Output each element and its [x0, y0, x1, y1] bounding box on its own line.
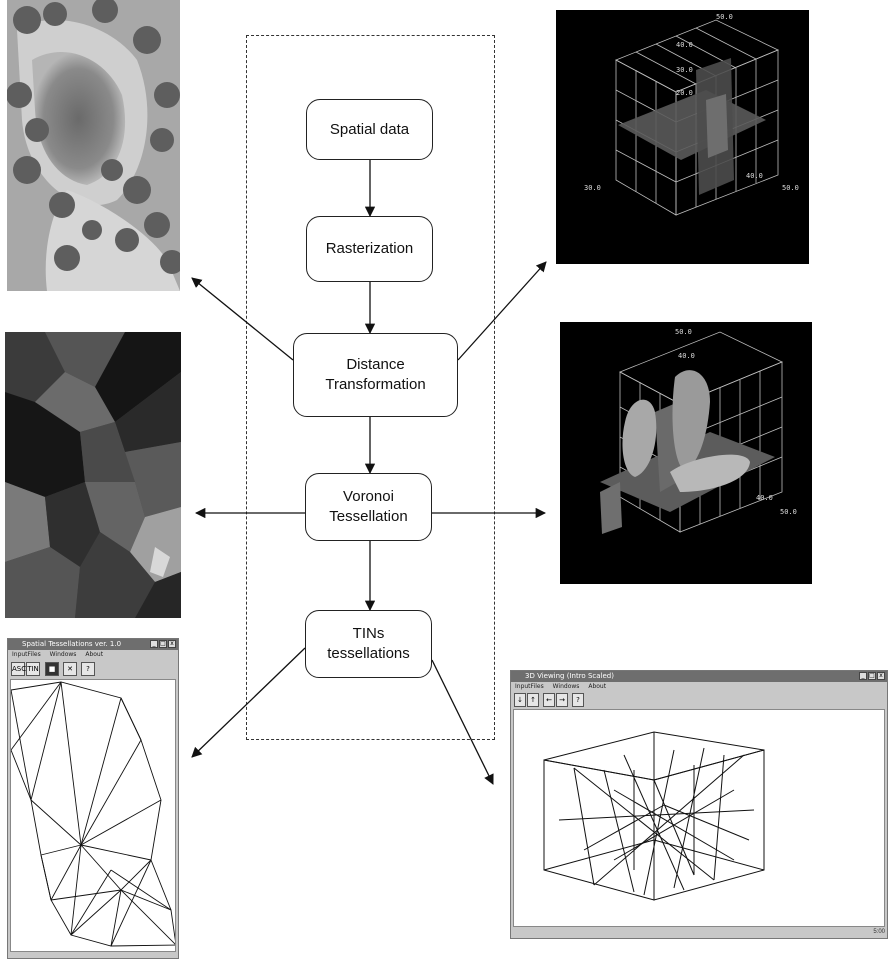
plot-top-tick-1: 50.0: [716, 13, 733, 21]
node-tins-tessellations: TINs tessellations: [305, 610, 432, 678]
menu-about[interactable]: About: [85, 651, 104, 658]
toolbar-delete-button[interactable]: ✕: [63, 662, 77, 676]
plot-top-tick-3: 30.0: [676, 66, 693, 74]
arrow-distance-to-3d-plot: [457, 261, 547, 361]
arrow-distance-to-raster-image: [191, 277, 294, 361]
toolbar-tin-button[interactable]: TIN: [26, 662, 40, 676]
toolbar-3d-up-button[interactable]: ↑: [527, 693, 539, 707]
wireframe-model: [543, 731, 765, 901]
minimize-button-3d[interactable]: _: [859, 672, 867, 680]
toolbar-3d-right-button[interactable]: →: [556, 693, 568, 707]
3d-voronoi-plot: 50.0 40.0 40.0 50.0: [560, 322, 812, 584]
window-title-3d: 3D Viewing (Intro Scaled): [525, 672, 614, 680]
maximize-button-3d[interactable]: □: [868, 672, 876, 680]
menu-inputfiles[interactable]: InputFiles: [12, 651, 41, 658]
window-title: Spatial Tessellations ver. 1.0: [22, 640, 122, 648]
close-button[interactable]: x: [168, 640, 176, 648]
plot-mid-tick-4: 50.0: [780, 508, 797, 516]
dashed-process-frame: [246, 35, 495, 740]
3d-distance-plot: 50.0 40.0 30.0 20.0 40.0 50.0 30.0: [556, 10, 809, 264]
toolbar-3d-help-button[interactable]: ?: [572, 693, 584, 707]
arrow-tins-to-left-window: [191, 647, 306, 758]
toolbar-3d-left-button[interactable]: ←: [543, 693, 555, 707]
plot-mid-tick-2: 40.0: [678, 352, 695, 360]
tin-mesh: [10, 681, 177, 947]
menu-windows-3d[interactable]: Windows: [552, 683, 580, 690]
plot-top-tick-5: 40.0: [746, 172, 763, 180]
distance-raster-image: [7, 0, 180, 291]
arrow-tins-to-right-window: [431, 659, 494, 785]
node-voronoi-tessellation: Voronoi Tessellation: [305, 473, 432, 541]
window-menu-bar: InputFiles Windows About: [8, 650, 178, 660]
toolbar-draw-button[interactable]: ■: [45, 662, 59, 676]
plot-mid-tick-1: 50.0: [675, 328, 692, 336]
status-bar: 5:00: [513, 928, 885, 936]
3d-viewing-window: 3D Viewing (Intro Scaled) _ □ x InputFil…: [510, 670, 888, 939]
plot-mid-tick-3: 40.0: [756, 494, 773, 502]
plot-top-tick-2: 40.0: [676, 41, 693, 49]
wireframe-canvas: [513, 709, 885, 927]
spatial-tessellations-window: Spatial Tessellations ver. 1.0 _ □ x Inp…: [7, 638, 179, 959]
node-spatial-data: Spatial data: [306, 99, 433, 160]
menu-windows[interactable]: Windows: [49, 651, 77, 658]
window-title-bar-3d: 3D Viewing (Intro Scaled) _ □ x: [511, 671, 887, 682]
plot-top-tick-6: 50.0: [782, 184, 799, 192]
menu-about-3d[interactable]: About: [588, 683, 607, 690]
status-text: 5:00: [873, 929, 885, 935]
plot-top-tick-7: 30.0: [584, 184, 601, 192]
toolbar-help-button[interactable]: ?: [81, 662, 95, 676]
minimize-button[interactable]: _: [150, 640, 158, 648]
window-title-bar: Spatial Tessellations ver. 1.0 _ □ x: [8, 639, 178, 650]
menu-inputfiles-3d[interactable]: InputFiles: [515, 683, 544, 690]
plot-top-tick-4: 20.0: [676, 89, 693, 97]
node-distance-transformation: Distance Transformation: [293, 333, 458, 417]
tin-canvas: [10, 679, 177, 952]
toolbar-asc-button[interactable]: ASC: [11, 662, 26, 676]
voronoi-mosaic-image: [5, 332, 181, 618]
maximize-button[interactable]: □: [159, 640, 167, 648]
window-menu-bar-3d: InputFiles Windows About: [511, 682, 887, 692]
close-button-3d[interactable]: x: [877, 672, 885, 680]
node-rasterization: Rasterization: [306, 216, 433, 282]
toolbar-3d-down-button[interactable]: ↓: [514, 693, 526, 707]
